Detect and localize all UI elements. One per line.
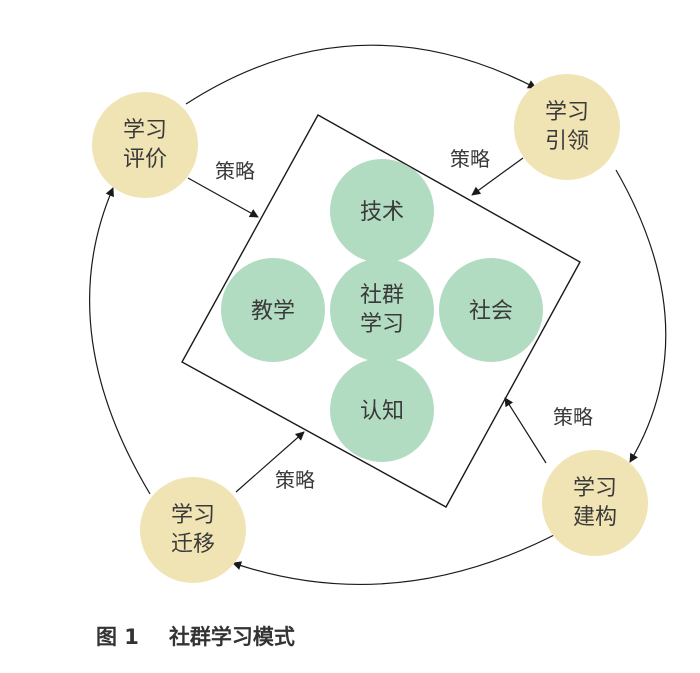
cycle-arc-guidance-to-construction — [615, 169, 667, 463]
figure-caption: 图 1 社群学习模式 — [96, 621, 295, 651]
strategy-arrow-top-left — [187, 177, 259, 218]
inner-node-teaching-label: 教学 — [251, 299, 295, 324]
node-learning-construction: 学习 建构 — [542, 450, 648, 556]
node-learning-evaluation: 学习 评价 — [92, 92, 198, 198]
node-learning-transfer: 学习 迁移 — [140, 477, 246, 583]
node-learning-guidance: 学习 引领 — [514, 74, 620, 180]
strategy-label-top-right: 策略 — [450, 147, 490, 171]
strategy-arrow-bottom-right — [504, 397, 547, 464]
inner-node-teaching: 教学 — [221, 258, 325, 362]
inner-node-center-line1: 社群 — [360, 283, 404, 308]
inner-node-technology-label: 技术 — [360, 200, 404, 225]
node-construction-line2: 建构 — [573, 505, 617, 530]
node-evaluation-line1: 学习 — [123, 118, 167, 143]
strategy-label-bottom-left: 策略 — [275, 468, 315, 492]
inner-node-cognition: 认知 — [330, 358, 434, 462]
node-evaluation-line2: 评价 — [123, 147, 167, 172]
cycle-arc-evaluation-to-guidance — [185, 44, 537, 105]
inner-node-technology: 技术 — [330, 159, 434, 263]
inner-node-society-label: 社会 — [469, 299, 513, 324]
node-transfer-line2: 迁移 — [171, 532, 215, 557]
figure-number: 图 1 — [96, 625, 139, 649]
strategy-label-top-left: 策略 — [215, 159, 255, 183]
inner-node-community-learning: 社群 学习 — [330, 258, 434, 362]
inner-node-cognition-label: 认知 — [360, 399, 404, 424]
cycle-arc-transfer-to-evaluation — [89, 187, 151, 495]
node-guidance-line2: 引领 — [545, 129, 589, 154]
strategy-label-bottom-right: 策略 — [553, 405, 593, 429]
strategy-arrow-bottom-left — [235, 431, 305, 493]
node-guidance-line1: 学习 — [545, 100, 589, 125]
node-construction-line1: 学习 — [573, 476, 617, 501]
strategy-arrow-top-right — [471, 157, 524, 196]
figure-title: 社群学习模式 — [168, 625, 295, 649]
inner-node-center-line2: 学习 — [360, 312, 404, 337]
cycle-arc-construction-to-transfer — [232, 531, 561, 585]
node-transfer-line1: 学习 — [171, 503, 215, 528]
inner-node-society: 社会 — [439, 258, 543, 362]
